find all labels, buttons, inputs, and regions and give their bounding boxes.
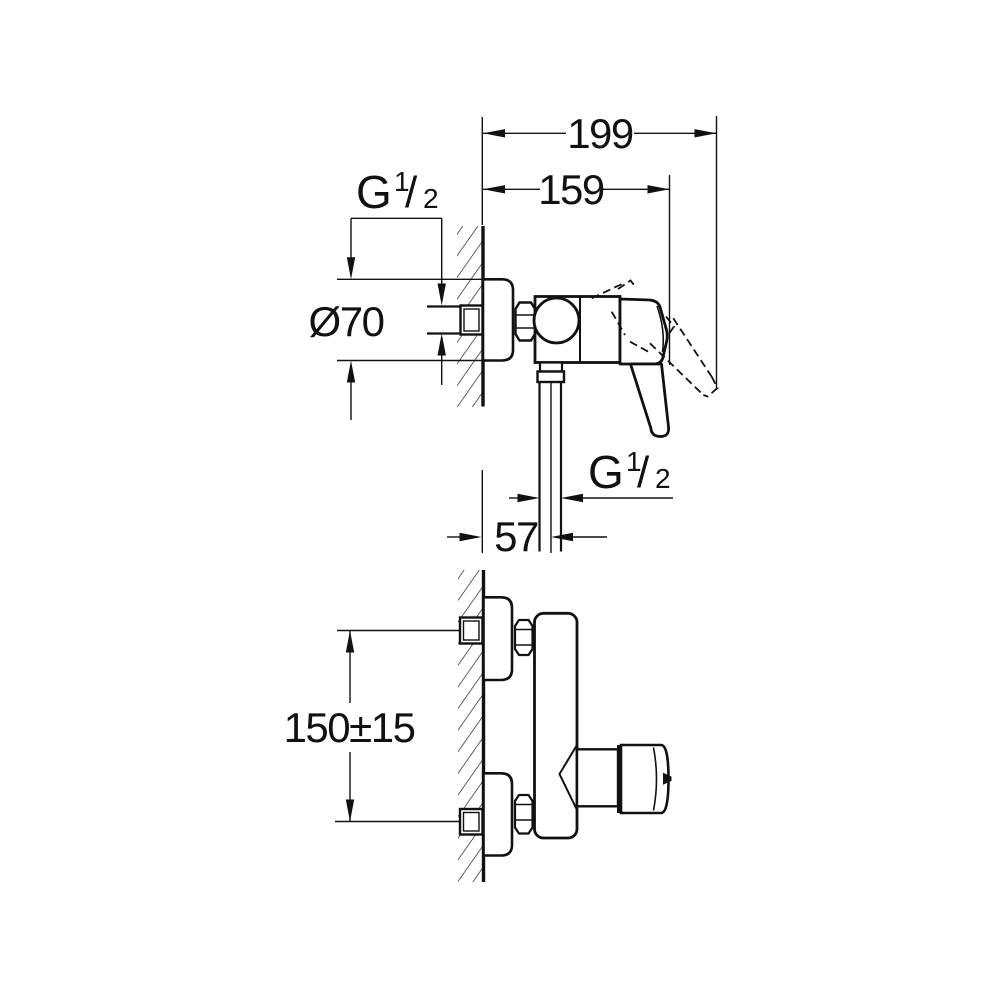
- side-view: 199 159 G 1 / 2 Ø70 G 1 / 2 57: [309, 110, 719, 560]
- handle-cap-chamfer-line: [656, 305, 665, 353]
- dim-57: [447, 532, 607, 542]
- dim-g-half-bottom-leader: [509, 493, 673, 503]
- wall-union-fitting-top: [458, 616, 484, 645]
- escutcheon-top: [482, 596, 514, 682]
- side-view-dimensions: [337, 116, 718, 553]
- escutcheon-bottom: [482, 772, 514, 857]
- dim-body-depth-label: 159: [538, 166, 604, 213]
- dim-g-half-top-leader: [346, 217, 446, 306]
- dim-199: [483, 129, 717, 138]
- svg-text:1: 1: [626, 446, 642, 477]
- svg-text:G: G: [356, 166, 392, 218]
- thread-label-bottom: G 1 / 2: [588, 446, 671, 498]
- dim-flange-diameter-label: Ø70: [309, 298, 384, 345]
- svg-text:2: 2: [655, 463, 671, 494]
- dim-159: [483, 185, 670, 194]
- union-nut-bottom: [513, 793, 534, 835]
- svg-text:1: 1: [394, 166, 410, 197]
- lever-handle: [618, 297, 670, 438]
- dim-wall-to-outlet-label: 57: [494, 513, 538, 560]
- wall-union-fitting: [459, 304, 484, 336]
- union-nut: [514, 301, 537, 342]
- lever-arm: [629, 362, 670, 438]
- dim-total-depth-label: 199: [567, 110, 633, 157]
- union-nut-top: [513, 618, 534, 657]
- front-view: 150±15: [284, 570, 672, 882]
- handle-knob: [619, 743, 670, 815]
- shower-outlet-pipe: [536, 361, 566, 553]
- svg-text:2: 2: [423, 183, 439, 214]
- lever-handle-raised-dashed: [591, 279, 719, 398]
- svg-text:/: /: [637, 448, 650, 497]
- svg-text:/: /: [405, 168, 418, 217]
- mixer-body-front: [533, 611, 579, 840]
- svg-text:G: G: [588, 446, 624, 498]
- body-cone-transition: [558, 744, 578, 811]
- handle-end-on: [575, 743, 672, 815]
- dim-150: [345, 630, 355, 822]
- knob-end-arc: [652, 747, 658, 811]
- ball-joint: [532, 296, 581, 345]
- thread-label-top: G 1 / 2: [356, 166, 439, 218]
- valve-body: [532, 295, 622, 364]
- knob-pointer: [663, 772, 672, 785]
- wall-union-fitting-bottom: [458, 807, 484, 836]
- supply-stub: [427, 305, 461, 335]
- dim-flange-diameter: [346, 333, 446, 420]
- dim-inlet-spacing-label: 150±15: [284, 704, 415, 751]
- escutcheon-flange: [481, 278, 515, 362]
- handle-neck-cylinder: [575, 748, 620, 808]
